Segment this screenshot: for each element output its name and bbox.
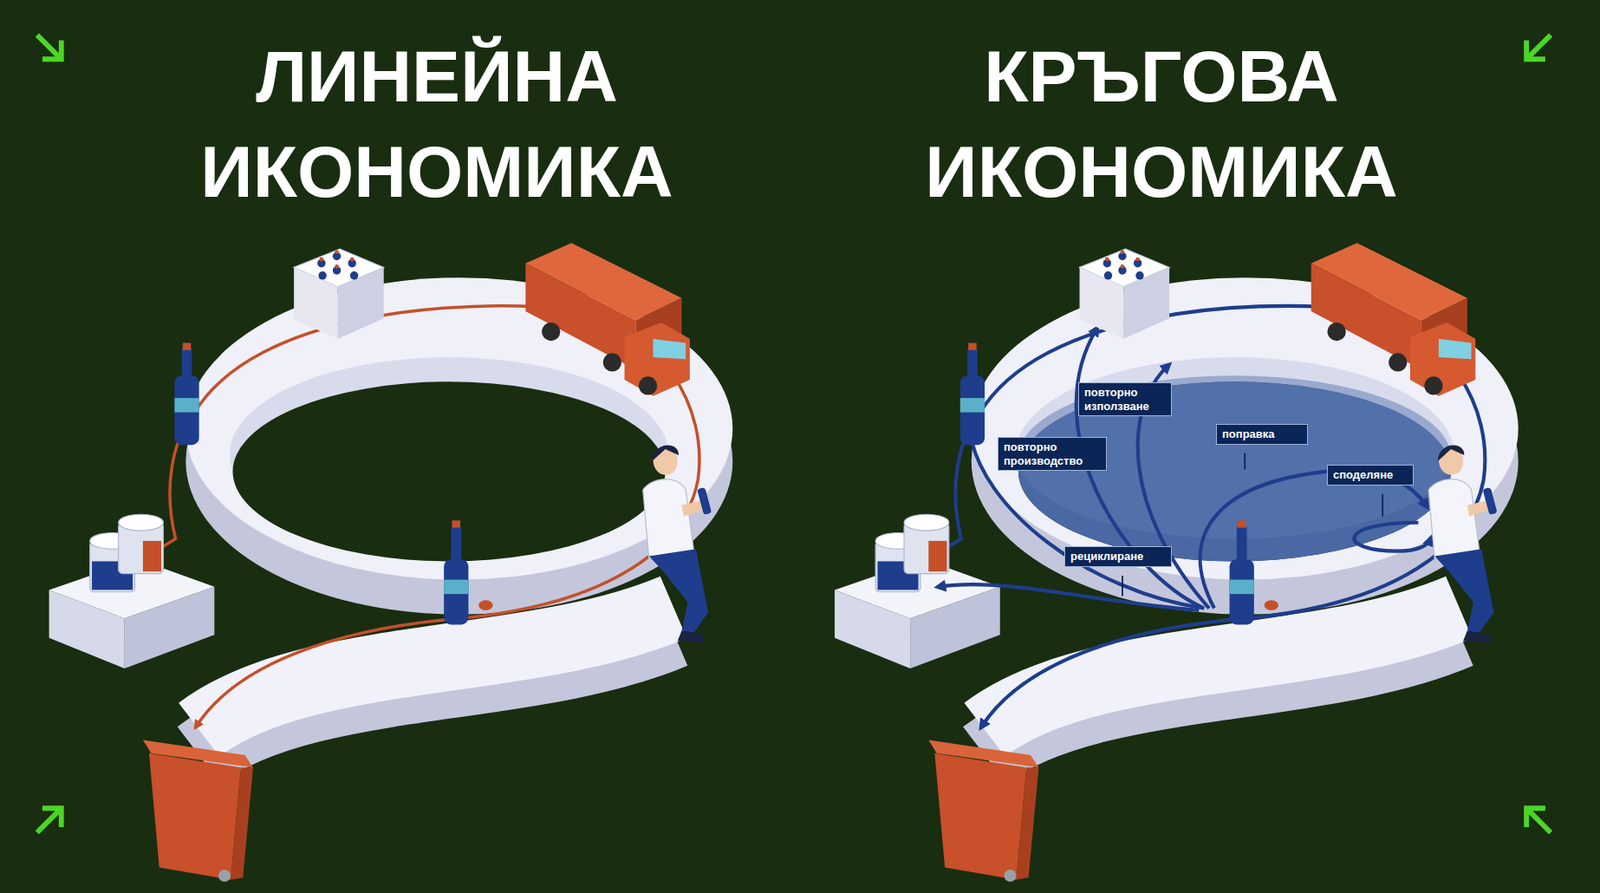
- label-text: споделяне: [1333, 468, 1408, 482]
- heading: ЛИНЕЙНА ИКОНОМИКА: [150, 28, 723, 220]
- label-text: поправка: [1222, 427, 1302, 442]
- label-text: повторно използване: [1084, 385, 1166, 413]
- label-text: рециклиране: [1070, 549, 1166, 564]
- label-box: рециклиране: [1064, 546, 1172, 567]
- label-text: повторно производство: [1003, 440, 1101, 468]
- label-box: споделяне: [1326, 464, 1414, 486]
- label-box: поправка: [1216, 423, 1308, 445]
- label-box: повторно използване: [1078, 382, 1172, 417]
- label-box: повторно производство: [997, 436, 1107, 471]
- heading: КРЪГОВА ИКОНОМИКА: [875, 28, 1448, 220]
